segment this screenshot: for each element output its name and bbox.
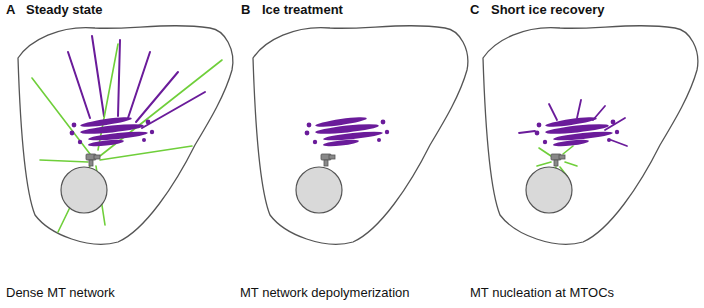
panel-caption: Dense MT network (6, 285, 115, 300)
panel-caption: MT network depolymerization (240, 285, 410, 300)
panel-letter: A (6, 2, 15, 17)
panel-letter: C (470, 2, 479, 17)
panel-caption: MT nucleation at MTOCs (470, 285, 614, 300)
panel-heading: Steady state (26, 2, 103, 17)
panel-heading: Short ice recovery (491, 2, 604, 17)
panel-letter: B (241, 2, 250, 17)
panel-heading: Ice treatment (262, 2, 343, 17)
